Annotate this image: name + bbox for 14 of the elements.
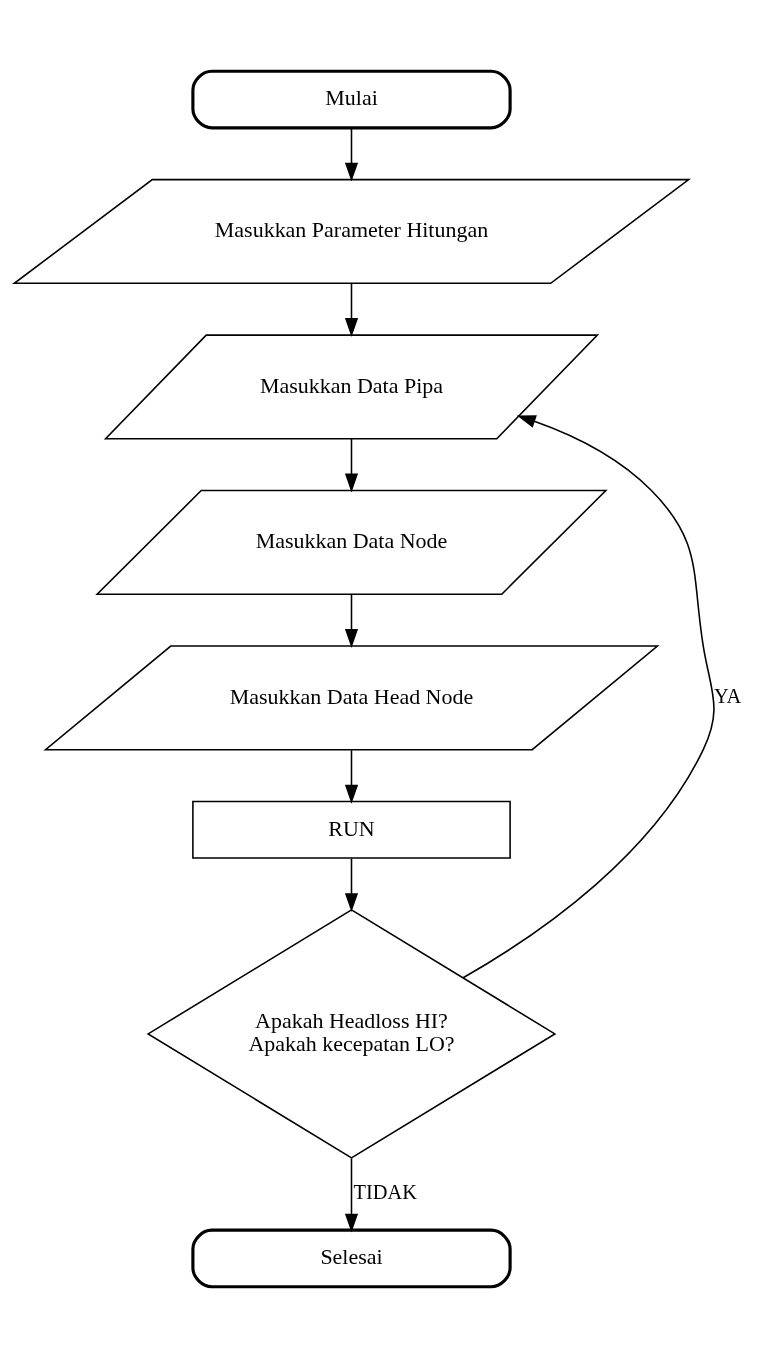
arrow: [344, 1157, 359, 1232]
node-diamond: Apakah Headloss HI? Apakah kecepatan LO?: [146, 908, 557, 1159]
edge-label: TIDAK: [353, 1180, 417, 1203]
arrow: [344, 749, 359, 804]
arrow: [344, 282, 359, 337]
node-box: Mulai: [191, 69, 512, 129]
arrow: [344, 857, 359, 912]
edge-label: YA: [713, 684, 742, 707]
arrow: [344, 437, 359, 492]
arrow: [462, 414, 715, 979]
arrow: [344, 127, 359, 182]
arrow: [344, 592, 359, 648]
node-box: RUN: [192, 800, 511, 859]
node-box: Selesai: [191, 1228, 512, 1288]
